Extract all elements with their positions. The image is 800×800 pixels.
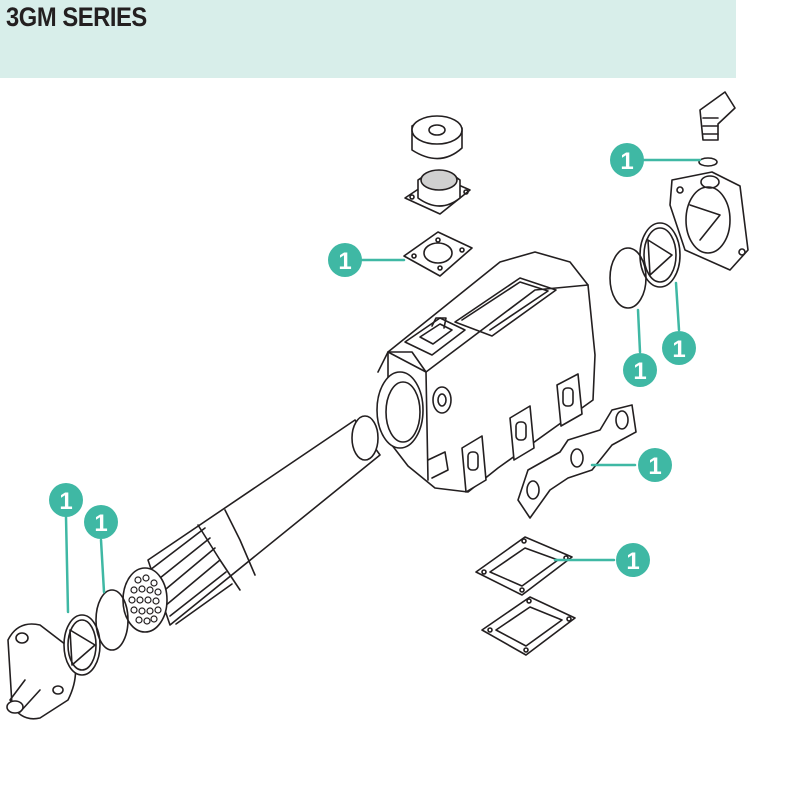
left-end-gasket: [63, 614, 101, 676]
right-elbow-oring: [698, 157, 718, 167]
exhaust-flange-gasket: [475, 536, 573, 596]
callout-label: 1: [94, 510, 107, 537]
tube-stack-core: [122, 415, 381, 633]
callout-label: 1: [648, 453, 661, 480]
leader-cover-gasket: [64, 515, 70, 614]
leader-end-gasket: [674, 281, 681, 332]
callout-end-gasket: 1: [662, 331, 696, 365]
right-end-cover: [669, 171, 749, 271]
filler-neck-gasket: [403, 231, 473, 277]
callout-cover-gasket: 1: [49, 483, 83, 517]
callout-end-oring: 1: [623, 353, 657, 387]
callout-flange-gasket: 1: [616, 543, 650, 577]
leader-cover-oring: [99, 538, 106, 594]
callout-top-gasket: 1: [328, 243, 362, 277]
heat-exchanger-body: [376, 251, 596, 493]
callout-label: 1: [59, 488, 72, 515]
page-title: 3GM SERIES: [6, 2, 147, 32]
right-end-oring: [609, 247, 647, 309]
callout-label: 1: [338, 248, 351, 275]
right-elbow-fitting: [699, 91, 736, 141]
filler-neck-flange: [404, 169, 471, 215]
tube-end-holes: [128, 574, 162, 625]
left-end-cover: [6, 623, 77, 720]
callout-manifold-gasket: 1: [638, 448, 672, 482]
header-band: 3GM SERIES: [0, 0, 736, 78]
callout-elbow-oring: 1: [610, 143, 644, 177]
callout-label: 1: [620, 148, 633, 175]
callout-label: 1: [626, 548, 639, 575]
callout-cover-oring: 1: [84, 505, 118, 539]
leader-end-oring: [636, 308, 642, 354]
top-filler-cap: [411, 115, 463, 160]
left-end-oring: [95, 589, 129, 651]
callout-label: 1: [633, 358, 646, 385]
callout-leader-lines: [64, 158, 702, 614]
exhaust-flange-plate: [481, 596, 576, 656]
callout-label: 1: [672, 336, 685, 363]
callout-badges: 1 1 1 1 1 1 1: [49, 143, 696, 577]
right-end-gasket: [639, 222, 681, 288]
manifold-port-gasket: [517, 404, 637, 519]
